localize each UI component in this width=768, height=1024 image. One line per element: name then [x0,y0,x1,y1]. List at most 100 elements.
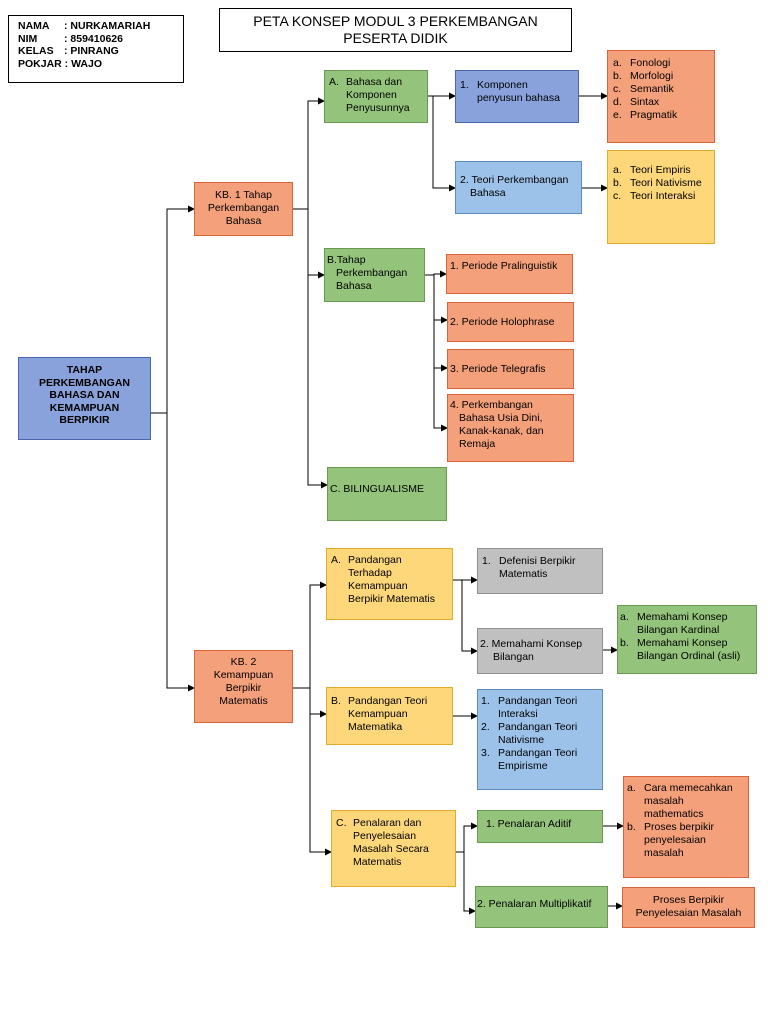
list-item: Cara memecahkan masalah mathematics [644,782,733,820]
root-line: BAHASA DAN [49,389,120,402]
period-holophrase: 2. Periode Holophrase [447,302,574,342]
list-item: Pragmatik [630,109,678,121]
list-marker: b. [627,821,636,833]
kb1-b-line: Perkembangan [336,267,408,279]
kb1-line: Perkembangan [207,202,280,214]
kb2-c-line: Penalaran dan [353,817,422,829]
kb2-c1-label: 1. Penalaran Aditif [486,818,572,830]
kb1-line: KB. 1 Tahap [214,189,273,201]
name-key: NAMA [18,20,50,32]
connector-kb2c-1 [456,822,478,853]
list-item: Pandangan Teori Interaksi [498,695,578,720]
kb2-a-line: Terhadap [348,567,392,579]
kb1-b-line: Bahasa [336,280,372,292]
connector-root-kb2 [151,412,195,692]
kb2-c2-item-node: Proses Berpikir Penyelesaian Masalah [622,887,755,928]
kelas-value: : PINRANG [64,45,119,57]
list-marker: 1. [481,695,490,707]
kb2-b-items-node: 1.Pandangan Teori Interaksi 2.Pandangan … [477,689,603,790]
kb2-b-line: Matematika [348,721,403,733]
connector-kb2-b [293,687,327,718]
kb1-b-line: B.Tahap [327,254,366,266]
period-label: 3. Periode Telegrafis [450,363,546,375]
kb2-line: KB. 2 [230,656,257,668]
list-marker: c. [613,83,622,95]
list-marker: a. [620,611,629,623]
list-marker: A. [329,76,339,88]
period-pralinguistik: 1. Periode Pralinguistik [446,254,573,294]
list-marker: b. [620,637,629,649]
kb1-line: Bahasa [225,215,262,227]
list-marker: b. [613,70,622,82]
list-item: Memahami Konsep Bilangan Kardinal [637,611,728,636]
list-item: Pandangan Teori Nativisme [498,721,578,746]
list-marker: e. [613,109,622,121]
list-item: Teori Nativisme [630,177,702,189]
connector-kb1-a [293,97,325,210]
kb2-node: KB. 2 Kemampuan Berpikir Matematis [194,650,293,723]
list-item: Teori Interaksi [630,190,696,202]
kb2-a1-line: Matematis [499,568,548,580]
kb1-a1-line: Komponen [477,79,528,91]
list-item: Semantik [630,83,674,95]
list-item: Memahami Konsep Bilangan Ordinal (asli) [637,637,741,662]
nim-key: NIM [18,32,38,45]
page-title: PETA KONSEP MODUL 3 PERKEMBANGAN PESERTA… [219,8,572,52]
list-item: Proses berpikir penyelesaian masalah [644,821,715,859]
nim-value: : 859410626 [64,32,123,45]
list-marker: a. [613,57,622,69]
root-line: KEMAMPUAN [49,401,120,414]
list-marker: d. [613,96,622,108]
period-label: Remaja [459,438,496,450]
kb1-c-node: C. BILINGUALISME [327,467,447,521]
kb2-b-line: Pandangan Teori [348,695,428,707]
list-marker: B. [331,695,341,707]
kb2-a2-items-node: a. Memahami Konsep Bilangan Kardinal b. Me… [617,605,757,674]
list-item: Sintax [630,96,660,108]
connector-a-2 [432,96,456,192]
kb2-line: Matematis [219,695,268,707]
period-label: 4. Perkembangan [450,399,533,411]
kb1-a2-line: 2. Teori Perkembangan [460,174,569,186]
connector-kb1-c [307,209,328,489]
kb2-c-line: Masalah Secara [353,843,429,855]
kb2-c2-item-line: Penyelesaian Masalah [635,907,742,919]
kb1-a-line: Penyusunnya [346,102,410,114]
period-label: 1. Periode Pralinguistik [450,260,558,272]
period-telegrafis: 3. Periode Telegrafis [447,349,574,389]
kb1-a2-node: 2. Teori Perkembangan Bahasa [455,161,582,214]
kelas-key: KELAS [18,45,54,57]
period-usia-dini: 4. Perkembangan Bahasa Usia Dini, Kanak-… [447,394,574,462]
kb2-a2-line: 2. Memahami Konsep [480,638,583,650]
list-item: Morfologi [630,70,674,82]
student-info-box: NAMA : NURKAMARIAH NIM : 859410626 KELAS : … [8,15,184,83]
kb1-b-node: B.Tahap Perkembangan Bahasa [324,248,425,302]
list-item: Pandangan Teori Empirisme [498,747,578,772]
list-item: Teori Empiris [630,164,691,176]
kb2-c2-item-line: Proses Berpikir [652,894,725,906]
pokjar-value: POKJAR : WAJO [18,57,103,70]
connector-kb2-a [293,581,327,689]
title-line-2: PESERTA DIDIK [343,30,448,46]
kb2-c-line: Penyelesaian [353,830,417,842]
kb1-node: KB. 1 Tahap Perkembangan Bahasa [194,182,293,236]
kb2-c2-label: 2. Penalaran Multiplikatif [477,898,592,910]
name-value: : NURKAMARIAH [64,20,151,32]
connector-root-kb1 [151,205,195,414]
list-marker: C. [336,817,347,829]
connector-kb2c-2 [463,852,476,915]
root-line: TAHAP [66,364,103,376]
connector-kb2-c [309,714,332,856]
connector-b-p4 [433,368,448,432]
list-marker: A. [331,554,341,566]
kb1-c-label: C. BILINGUALISME [330,483,424,495]
list-marker: a. [627,782,636,794]
kb2-a2-node: 2. Memahami Konsep Bilangan [477,628,603,674]
kb2-c1-node: 1. Penalaran Aditif [477,810,603,843]
kb2-b-line: Kemampuan [348,708,408,720]
